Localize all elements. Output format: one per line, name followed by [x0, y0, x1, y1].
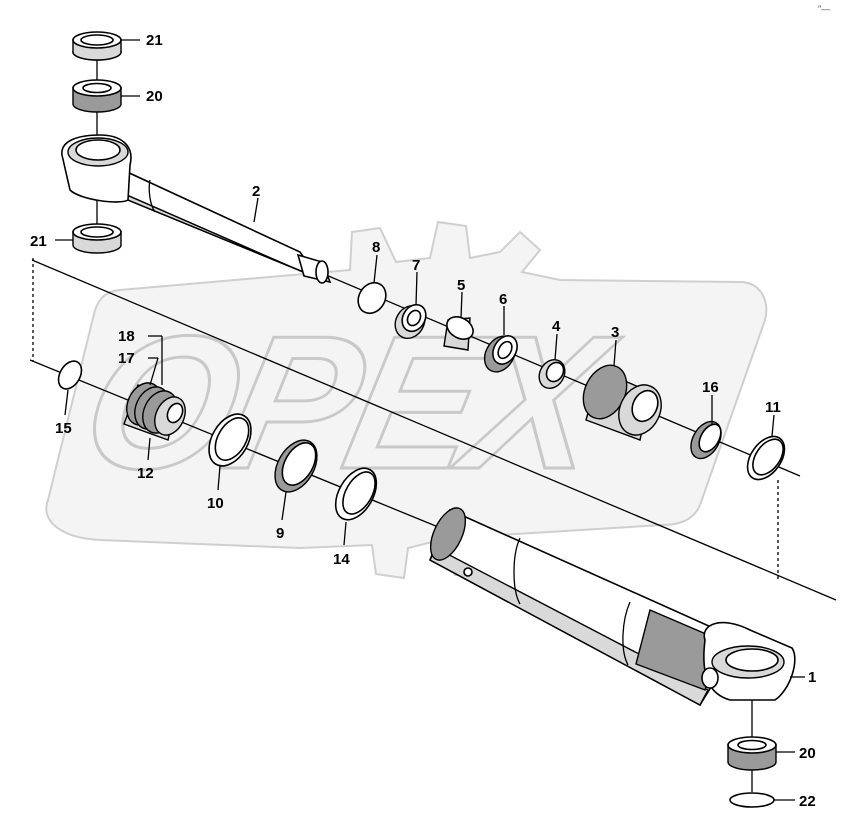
part-20-top-bearing: [72, 79, 122, 113]
callout-15: 15: [55, 420, 72, 437]
part-5-sleeve: [443, 316, 474, 351]
part-2-piston-rod: [61, 134, 332, 284]
callout-6: 6: [499, 291, 507, 308]
callout-14: 14: [333, 551, 350, 568]
part-16-seal: [690, 420, 722, 460]
callout-18: 18: [118, 328, 135, 345]
callout-20-bottom: 20: [799, 745, 816, 762]
part-20-bottom-bearing: [727, 736, 777, 771]
part-10-ring: [208, 413, 252, 467]
callout-4: 4: [552, 318, 561, 335]
callout-7: 7: [412, 257, 420, 274]
callout-10: 10: [207, 495, 224, 512]
callout-12: 12: [137, 465, 154, 482]
part-14-ring: [334, 467, 378, 521]
callout-21-left: 21: [30, 233, 47, 250]
callout-22: 22: [799, 793, 816, 810]
leader-lines: [55, 39, 805, 801]
part-8-snap-ring: [357, 281, 387, 315]
part-7-ring: [394, 303, 427, 340]
callout-16: 16: [702, 379, 719, 396]
corner-mark: ″—: [818, 4, 830, 14]
callout-20-top: 20: [146, 88, 163, 105]
callout-2: 2: [252, 183, 260, 200]
callout-5: 5: [457, 277, 465, 294]
callout-11: 11: [765, 399, 781, 416]
part-6-ring: [483, 335, 518, 373]
callout-21-top: 21: [146, 32, 163, 49]
callout-labels: 21 20 21 2 8 7 5 6 4 3 16 11 18 17 15 12…: [30, 32, 816, 810]
part-1-cylinder-barrel: [428, 507, 796, 707]
part-9-ring: [274, 439, 318, 493]
part-3-gland: [582, 364, 662, 441]
part-4-ring: [538, 358, 566, 390]
part-21-left-ring: [72, 223, 122, 254]
part-22-ring: [729, 792, 775, 808]
callout-1: 1: [808, 669, 816, 686]
callout-8: 8: [372, 239, 380, 256]
part-21-top-ring: [72, 31, 122, 61]
callout-9: 9: [276, 525, 284, 542]
part-15-snap-ring: [57, 360, 83, 390]
part-12-piston: [123, 382, 186, 441]
callout-17: 17: [118, 350, 135, 367]
callout-3: 3: [611, 324, 619, 341]
part-11-ring: [746, 435, 786, 481]
